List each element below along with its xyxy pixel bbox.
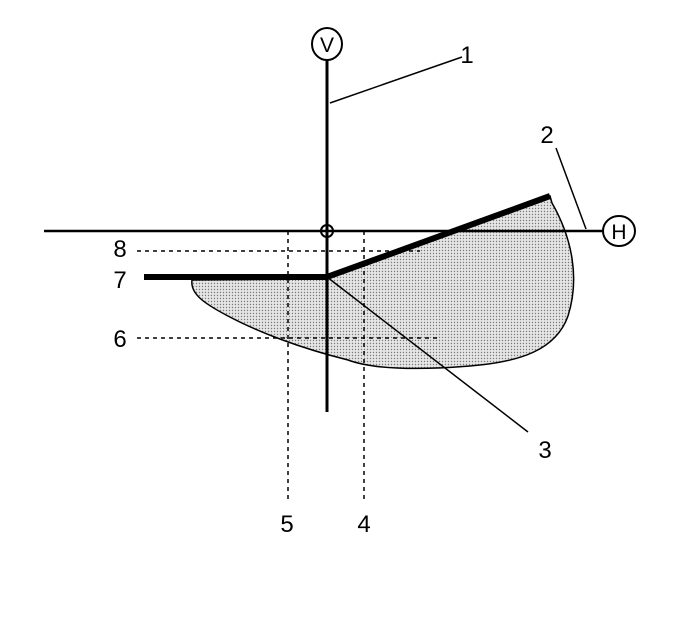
horizontal-axis-marker — [602, 215, 636, 247]
leader-line-3 — [326, 276, 529, 433]
leader-line-2 — [555, 147, 587, 230]
light-pattern-area — [191, 195, 575, 370]
horizontal-axis-label: H — [611, 221, 626, 244]
callout-8: 8 — [113, 236, 126, 263]
center-point-circle — [320, 224, 334, 238]
callout-6: 6 — [113, 326, 126, 353]
vertical-axis-label: V — [320, 34, 334, 57]
callout-3: 3 — [538, 437, 551, 464]
callout-1: 1 — [460, 42, 473, 69]
vertical-axis-marker — [311, 27, 343, 61]
callout-2: 2 — [540, 122, 553, 149]
callout-4: 4 — [357, 511, 370, 538]
leader-line-1 — [329, 56, 463, 104]
callout-5: 5 — [280, 511, 293, 538]
callout-7: 7 — [113, 267, 126, 294]
